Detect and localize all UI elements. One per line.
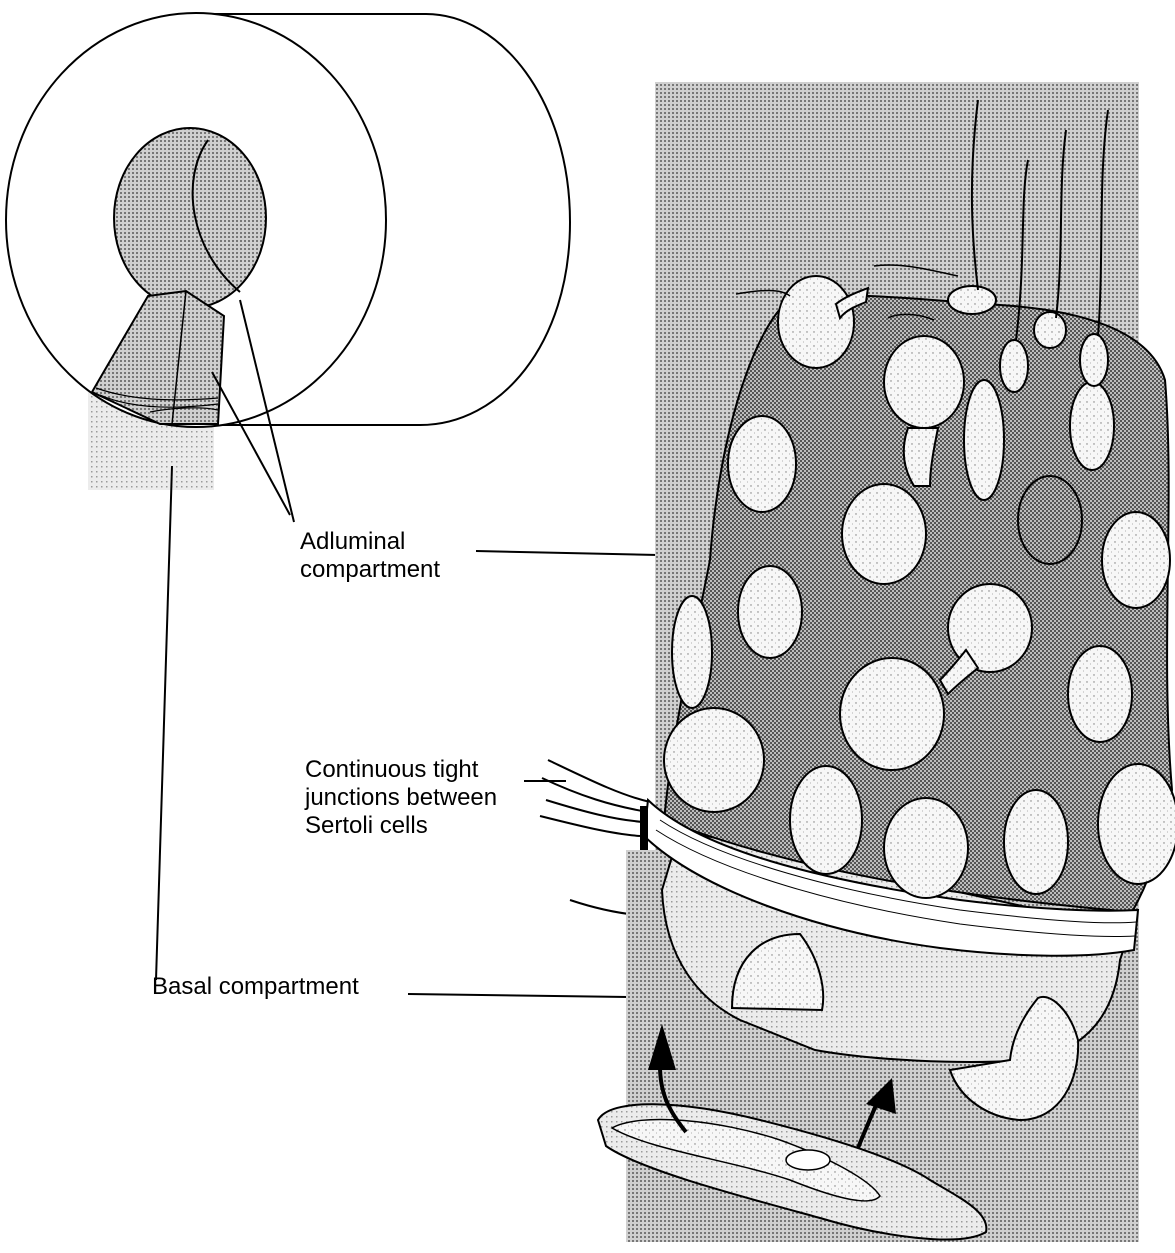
label-basal-compartment: Basal compartment bbox=[152, 973, 359, 1001]
lumen bbox=[114, 128, 266, 308]
epithelium-block bbox=[598, 82, 1175, 1242]
label-adluminal-line-2: compartment bbox=[300, 556, 440, 584]
tubule-cylinder bbox=[6, 13, 570, 490]
label-adluminal-compartment: Adluminal compartment bbox=[300, 528, 440, 584]
label-tight-line-3: Sertoli cells bbox=[305, 812, 497, 840]
label-tight-junctions: Continuous tight junctions between Serto… bbox=[305, 756, 497, 840]
label-tight-line-1: Continuous tight bbox=[305, 756, 497, 784]
label-adluminal-line-1: Adluminal bbox=[300, 528, 440, 556]
label-tight-line-2: junctions between bbox=[305, 784, 497, 812]
